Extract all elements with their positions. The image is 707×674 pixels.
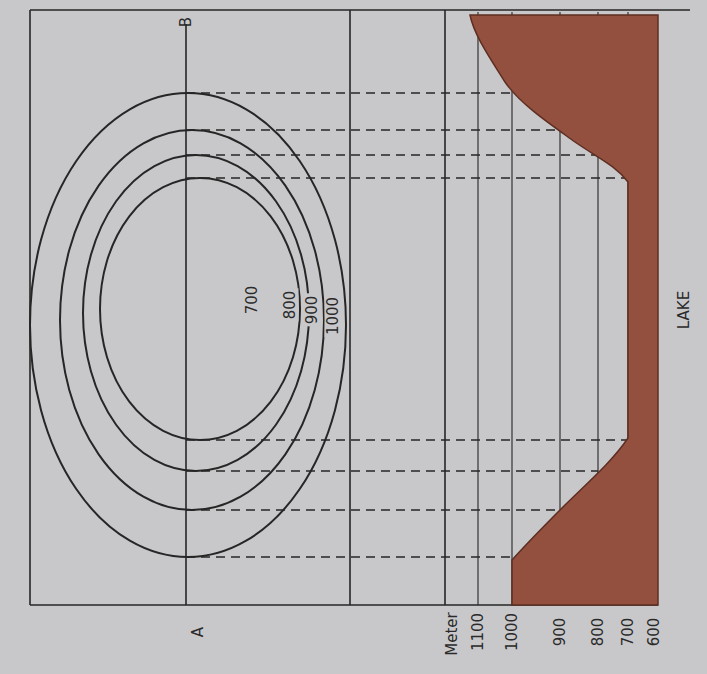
projection-line <box>186 509 560 510</box>
contour-value: 900 <box>304 294 321 327</box>
contour-value: 700 <box>244 284 261 317</box>
contour-value: 1000 <box>325 295 342 337</box>
axis-value: 900 <box>552 616 569 649</box>
level-line <box>511 12 512 605</box>
axis-title: Meter <box>444 610 461 657</box>
projection-line <box>186 439 628 440</box>
projection-line <box>186 177 628 178</box>
projection-line <box>186 470 598 471</box>
section-end-label: A <box>190 625 207 639</box>
axis-value: 600 <box>646 616 663 649</box>
axis-value: 800 <box>590 616 607 649</box>
contour-line <box>30 93 346 557</box>
level-line <box>477 12 478 605</box>
projection-line <box>186 154 598 155</box>
section-line <box>185 24 187 605</box>
contour-line <box>83 155 309 471</box>
axis-value: 1100 <box>470 611 487 653</box>
frame-line <box>30 9 690 11</box>
projection-line <box>186 92 512 93</box>
contour-line <box>60 130 324 510</box>
feature-label: LAKE <box>676 289 693 331</box>
frame-line <box>349 10 351 605</box>
relief-profile <box>470 15 658 605</box>
axis-value: 700 <box>620 616 637 649</box>
projection-line <box>186 556 512 557</box>
contour-value: 800 <box>282 289 299 322</box>
frame-line <box>444 10 446 605</box>
projection-line <box>186 129 560 130</box>
section-end-label: B <box>178 15 195 29</box>
axis-value: 1000 <box>504 611 521 653</box>
contour-line <box>100 178 300 440</box>
